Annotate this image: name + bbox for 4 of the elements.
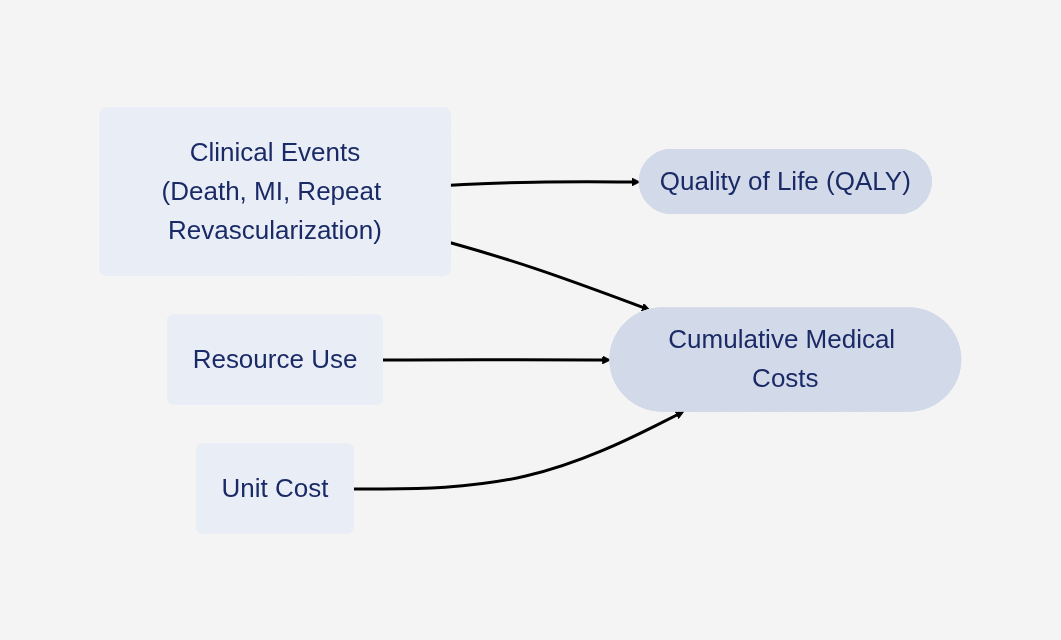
arrow xyxy=(383,355,612,364)
arrow xyxy=(450,240,651,311)
arrow xyxy=(450,177,641,187)
arrow xyxy=(354,410,685,490)
